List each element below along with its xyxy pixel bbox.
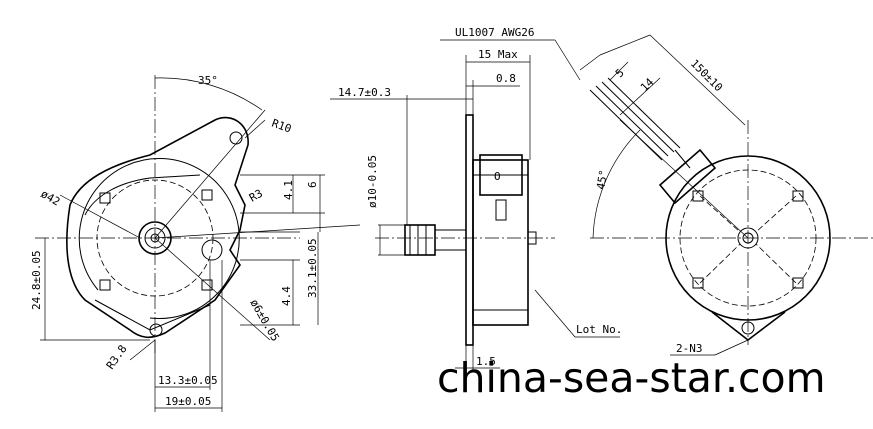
lot-no-label: Lot No. [576, 323, 622, 336]
dim-33-1-label: 33.1±0.05 [306, 238, 319, 298]
holes-label: 2-N3 [676, 342, 703, 355]
connector-mark: O [494, 170, 501, 183]
dim-13-3-label: 13.3±0.05 [158, 374, 218, 387]
r3-label: R3 [247, 187, 265, 205]
front-view [35, 75, 361, 412]
watermark: china-sea-star.com [437, 354, 826, 402]
dim-24-8-label: 24.8±0.05 [30, 250, 43, 310]
dim-15max-label: 15 Max [478, 48, 518, 61]
r3-8-label: R3.8 [104, 343, 130, 372]
dia-10-label: ø10-0.05 [366, 155, 379, 208]
dim-19-label: 19±0.05 [165, 395, 211, 408]
dim-6-label: 6 [306, 181, 319, 188]
dim-1-5-label: 1.5 [476, 355, 496, 368]
rear-view [579, 34, 873, 356]
dia-42-label: ø42 [39, 187, 63, 208]
side-view: O [330, 39, 620, 372]
dim-4-4-label: 4.4 [280, 286, 293, 306]
dim-14-label: 14 [638, 75, 657, 94]
front-holes [99, 131, 243, 337]
dim-14-7-label: 14.7±0.3 [338, 86, 391, 99]
angle-35-label: 35° [198, 74, 218, 87]
dim-5-label: 5 [613, 66, 627, 80]
dim-0-8-label: 0.8 [496, 72, 516, 85]
wire-spec-label: UL1007 AWG26 [455, 26, 534, 39]
r10-label: R10 [270, 117, 293, 136]
dia-6-label: ø6±0.05 [247, 297, 281, 344]
dim-4-1-label: 4.1 [282, 180, 295, 200]
angle-45-label: 45° [594, 169, 610, 191]
